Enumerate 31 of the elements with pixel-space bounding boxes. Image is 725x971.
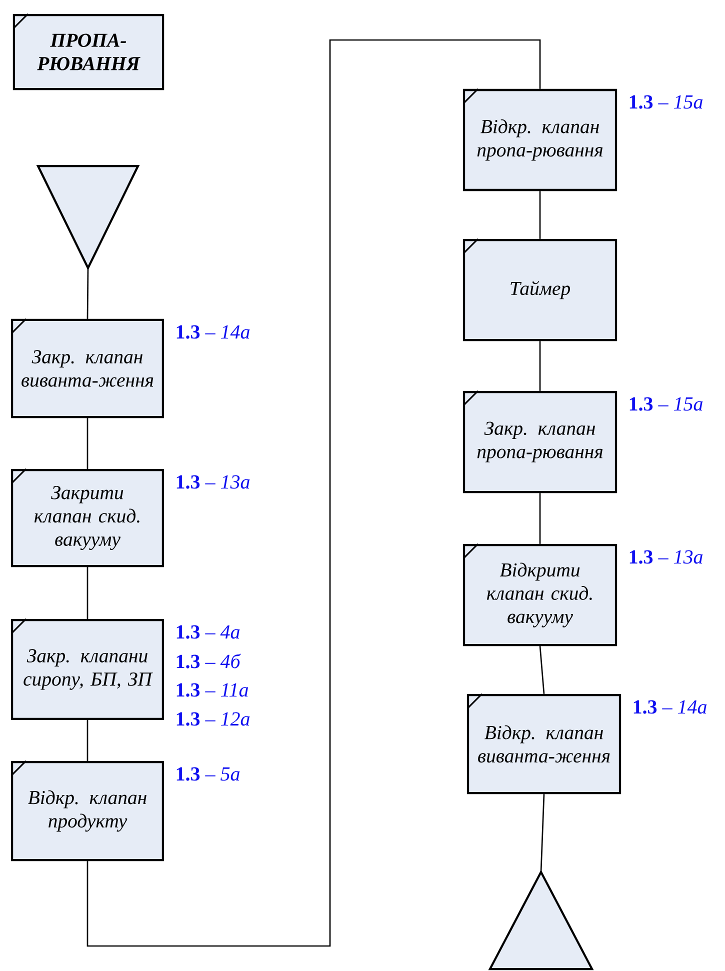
reference-label: 1.3 – 12а [176, 712, 250, 726]
process-box: Таймер [462, 238, 618, 342]
process-box: Відкр. клапан виванта-ження [466, 693, 622, 794]
reference-label: 1.3 – 14а [176, 325, 250, 339]
title-box: ПРОПА-РЮВАННЯ [12, 13, 164, 90]
reference-label: 1.3 – 15а [630, 397, 703, 411]
process-box: Відкр. клапан продукту [10, 760, 164, 862]
connector-line [539, 646, 545, 694]
connector-line [86, 39, 541, 947]
reference-label: 1.3 – 13а [176, 475, 250, 489]
process-box: Закр. клапан виванта-ження [10, 318, 164, 418]
connector-line [86, 720, 88, 761]
connector-line [539, 493, 541, 544]
process-box: Відкрити клапан скид. вакууму [462, 543, 618, 646]
process-box: Закрити клапан скид. вакууму [10, 468, 164, 568]
connector-line [86, 567, 88, 619]
reference-label: 1.3 – 5а [176, 767, 240, 781]
process-box: Закр. клапани сиропу, БП, ЗП [10, 618, 164, 720]
reference-label: 1.3 – 13а [630, 550, 703, 564]
connector-line [86, 268, 89, 319]
reference-label: 1.3 – 4б [176, 654, 241, 668]
process-box: Закр. клапан пропа-рювання [462, 390, 618, 494]
reference-label: 1.3 – 14а [634, 700, 707, 714]
connector-line [539, 191, 541, 239]
reference-label: 1.3 – 11а [176, 683, 248, 697]
process-box: Відкр. клапан пропа-рювання [462, 88, 618, 192]
reference-label: 1.3 – 4а [176, 625, 240, 639]
connector-line [86, 418, 88, 469]
connector-line [540, 794, 545, 872]
reference-label: 1.3 – 15а [630, 95, 703, 109]
connector-line [539, 341, 541, 391]
